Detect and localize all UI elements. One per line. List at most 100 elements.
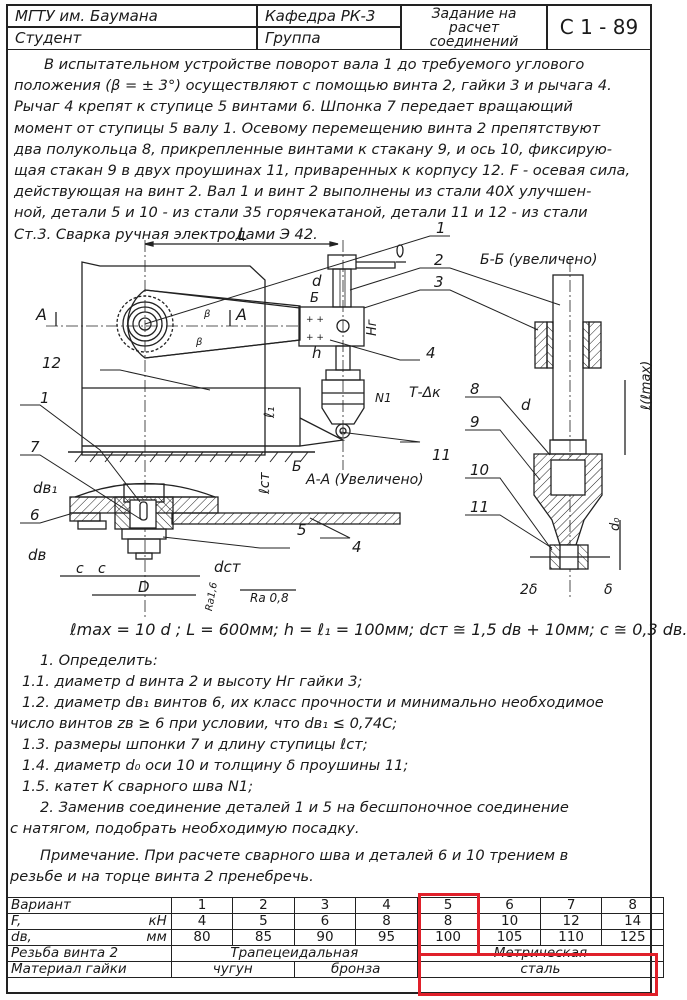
table-row-dv: dв,мм 80 85 90 95 100 105 110 125 [6, 929, 664, 946]
callout-2: 2 [434, 251, 444, 269]
callout-12: 12 [42, 354, 61, 372]
label-d: d [312, 272, 322, 290]
label-B-bottom: Б [292, 459, 302, 475]
label-B: Б [310, 291, 319, 306]
task-line: 1.1. диаметр d винта 2 и высоту Hг гайки… [22, 673, 363, 690]
table-row-material: Материал гайки чугун бронза сталь [6, 961, 665, 978]
note-line: резьбе и на торце винта 2 пренебречь. [10, 868, 314, 885]
callout-10: 10 [470, 461, 489, 479]
cell-group: бронза [293, 961, 418, 978]
cell: 100 [416, 929, 480, 946]
cell: 4 [355, 897, 418, 914]
sheet-code-cell: С 1 - 89 [546, 4, 652, 50]
task-line: число винтов zв ≥ 6 при условии, что dв₁… [10, 715, 398, 732]
cell-group: чугун [170, 961, 295, 978]
label-weld: Т-Δк [409, 385, 441, 401]
callout-5: 5 [297, 521, 307, 539]
description-line: Ст.3. Сварка ручная электродами Э 42. [14, 225, 318, 243]
group-cell: Группа [256, 26, 402, 50]
cell: 8 [601, 897, 664, 914]
description-line: действующая на винт 2. Вал 1 и винт 2 вы… [14, 183, 592, 201]
task-line: 2. Заменив соединение деталей 1 и 5 на б… [40, 799, 569, 816]
assignment-sheet [6, 4, 652, 994]
cell: 8 [355, 913, 418, 930]
label-dv: dв [28, 546, 47, 564]
label-section-AA: А-А (Увеличено) [305, 472, 424, 488]
label-section-BB: Б-Б (увеличено) [480, 252, 597, 268]
callout-1-section: 1 [40, 389, 50, 407]
task-title-line: соединений [429, 34, 519, 50]
label-lmax: ℓ(ℓmax) [639, 361, 654, 411]
task-title-line: расчет [448, 20, 500, 36]
task-line: с натягом, подобрать необходимую посадку… [10, 820, 360, 837]
callout-11-right: 11 [470, 498, 489, 516]
note-line: Примечание. При расчете сварного шва и д… [40, 847, 569, 864]
variant-highlight-column [418, 893, 480, 956]
row-label: Резьба винта 2 [6, 945, 172, 962]
hub-section-AA: dв₁ dв c c D dст ℓст Ra1,6 Ra 0,8 [28, 472, 401, 612]
label-dv1: dв₁ [33, 479, 57, 497]
task-line: 1. Определить: [40, 652, 158, 669]
row-label: F,кН [6, 913, 172, 930]
callout-3: 3 [434, 273, 444, 291]
row-unit: мм [146, 929, 167, 945]
callout-4-section: 4 [352, 538, 362, 556]
callout-8: 8 [470, 380, 480, 398]
table-row-force: F,кН 4 5 6 8 8 10 12 14 [6, 913, 664, 930]
svg-text:+ +: + + [306, 333, 324, 343]
nut-3 [298, 306, 365, 347]
cell: 2 [232, 897, 295, 914]
cell: 5 [232, 913, 295, 930]
label-A-right: A [235, 305, 247, 324]
cell: 105 [478, 929, 541, 946]
cell-group: сталь [416, 961, 665, 978]
label-ra08: Ra 0,8 [250, 591, 289, 605]
row-unit: кН [148, 913, 167, 929]
task-line: 1.4. диаметр d₀ оси 10 и толщину δ проуш… [22, 757, 409, 774]
svg-text:+ +: + + [306, 315, 324, 325]
note-paragraph: Примечание. При расчете сварного шва и д… [10, 845, 650, 887]
label-L: L [238, 225, 247, 245]
label-2delta: 2δ [520, 582, 537, 598]
callout-4: 4 [426, 344, 436, 362]
callout-1: 1 [436, 219, 446, 237]
dimension-labels: d Б Hг h ℓ₁ N1 Т-Δк Б А-А (Увеличено) Б-… [262, 252, 597, 488]
cell: 1 [170, 897, 234, 914]
description-line: ной, детали 5 и 10 - из стали 35 горячек… [14, 204, 588, 222]
label-A-left: A [35, 305, 47, 324]
cell: 12 [539, 913, 603, 930]
description-line: Рычаг 4 крепят к ступице 5 винтами 6. Шп… [14, 98, 573, 116]
variant-highlight-rows [418, 953, 658, 996]
task-line: 1.2. диаметр dв₁ винтов 6, их класс проч… [22, 694, 604, 711]
cell-group: Трапецеидальная [170, 945, 418, 962]
description-line: момент от ступицы 5 валу 1. Осевому пере… [14, 119, 601, 137]
label-N1: N1 [375, 391, 392, 405]
callout-leaders [20, 235, 561, 551]
label-delta: δ [604, 582, 613, 598]
given-parameters-formula: ℓmax = 10 d ; L = 600мм; h = ℓ₁ = 100мм;… [70, 620, 687, 639]
task-line: 1.5. катет К сварного шва N1; [22, 778, 254, 795]
cell: 90 [293, 929, 357, 946]
dimension-L: L [144, 225, 339, 247]
task-line: 1.3. размеры шпонки 7 и длину ступицы ℓс… [22, 736, 368, 753]
table-row-variant: Вариант 1 2 3 4 5 6 7 8 [6, 897, 664, 914]
callout-7: 7 [30, 438, 40, 456]
cell: 3 [293, 897, 357, 914]
callout-11-left: 11 [432, 446, 451, 464]
description-line: два полукольца 8, прикрепленные винтами … [14, 140, 613, 158]
row-label: Материал гайки [6, 961, 172, 978]
cell: 14 [601, 913, 664, 930]
screw-2-assembly: + + + + [298, 244, 406, 447]
mechanism-drawing: L A A β β + + + + d Б Hг h ℓ₁ N1 [20, 219, 654, 620]
label-dcm: dст [214, 558, 242, 576]
label-l1: ℓ₁ [262, 407, 278, 419]
section-BB: d ℓ(ℓmax) d₀ 2δ δ [520, 274, 654, 598]
university-cell: МГТУ им. Баумана [6, 4, 258, 28]
cell: 125 [601, 929, 664, 946]
cell: 80 [170, 929, 234, 946]
label-d0: d₀ [608, 517, 623, 531]
task-title-cell: Задание на расчет соединений [400, 4, 548, 50]
cell: 85 [232, 929, 295, 946]
callout-9: 9 [470, 413, 480, 431]
label-beta-1: β [203, 309, 211, 320]
